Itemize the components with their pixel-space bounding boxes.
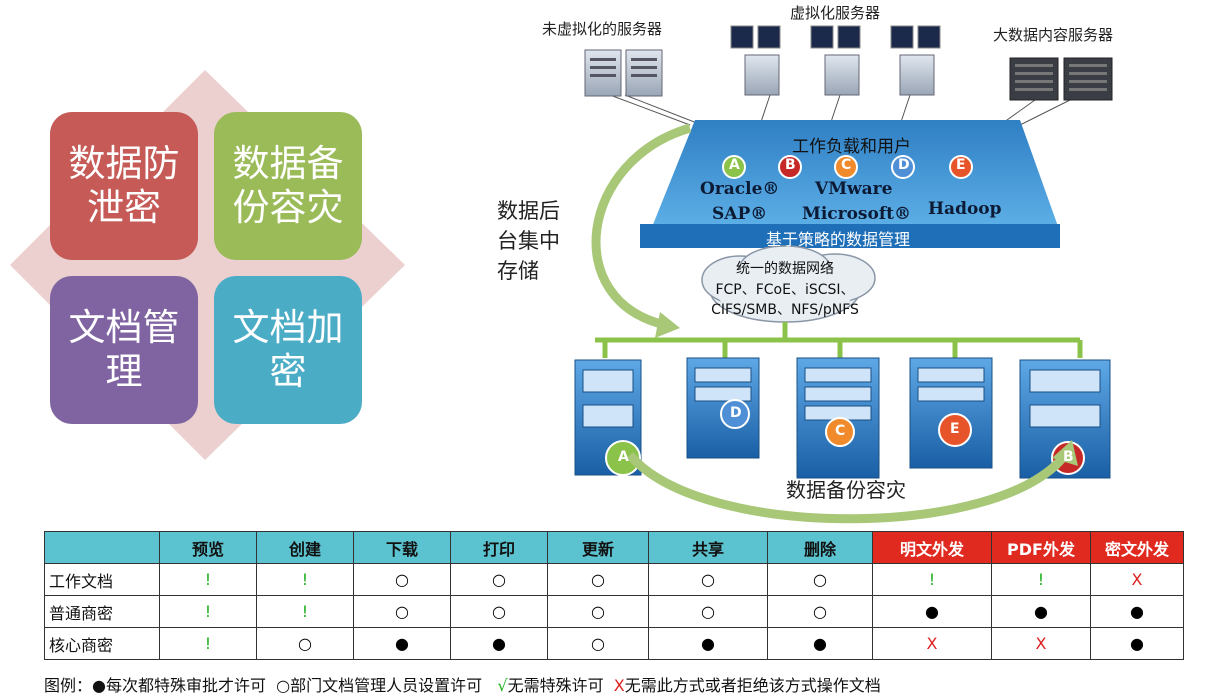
quadrant-document-encryption: 文档加密 xyxy=(214,276,362,424)
vendor-hadoop: Hadoop xyxy=(928,199,1002,219)
col-create: 创建 xyxy=(256,531,354,564)
row-header: 普通商密 xyxy=(44,595,160,628)
table-cell: ● xyxy=(872,595,992,628)
col-print: 打印 xyxy=(450,531,548,564)
badge-c: C xyxy=(841,157,852,173)
legend-item-approval: ●每次都特殊审批才许可 xyxy=(92,676,266,695)
quadrant-data-backup: 数据备份容灾 xyxy=(214,112,362,260)
network-protocols-line1: FCP、FCoE、iSCSI、 xyxy=(715,282,855,298)
storage-badge-e: E xyxy=(950,421,960,437)
table-header-row: 预览 创建 下载 打印 更新 共享 删除 明文外发 PDF外发 密文外发 xyxy=(44,531,1184,564)
table-cell: ● xyxy=(353,627,451,660)
col-pdf-send: PDF外发 xyxy=(991,531,1091,564)
badge-d: D xyxy=(898,157,910,173)
quadrant-data-leak-prevention: 数据防泄密 xyxy=(50,112,198,260)
col-preview: 预览 xyxy=(159,531,257,564)
table-cell: ○ xyxy=(450,595,548,628)
col-ciphertext-send: 密文外发 xyxy=(1090,531,1184,564)
label-virtualized-servers: 虚拟化服务器 xyxy=(790,4,881,22)
unvirtualized-servers xyxy=(584,49,663,97)
table-cell: ● xyxy=(648,627,768,660)
label-unvirtualized-servers: 未虚拟化的服务器 xyxy=(542,20,663,38)
check-icon: √ xyxy=(497,676,508,695)
table-cell: X xyxy=(872,627,992,660)
table-cell: ● xyxy=(450,627,548,660)
table-cell: ○ xyxy=(648,595,768,628)
table-cell: ! xyxy=(159,563,257,596)
table-cell: ! xyxy=(991,563,1091,596)
badge-b: B xyxy=(785,157,796,173)
quadrant-document-management: 文档管理 xyxy=(50,276,198,424)
table-cell: ○ xyxy=(547,563,649,596)
table-row: 普通商密 ! ! ○ ○ ○ ○ ○ ● ● ● xyxy=(44,595,1184,628)
table-cell: ○ xyxy=(767,563,873,596)
table-cell: ● xyxy=(1090,627,1184,660)
col-delete: 删除 xyxy=(767,531,873,564)
storage-diagram-graphics xyxy=(574,25,1113,524)
storage-badge-b: B xyxy=(1063,449,1074,465)
legend-item-no-permission-needed: 无需特殊许可 xyxy=(507,676,604,695)
col-update: 更新 xyxy=(547,531,649,564)
legend-prefix: 图例： xyxy=(44,676,93,695)
table-cell: ○ xyxy=(547,595,649,628)
vendor-microsoft: Microsoft® xyxy=(802,204,911,224)
table-row: 核心商密 ! ○ ● ● ○ ● ● X X ● xyxy=(44,627,1184,660)
table-cell: ! xyxy=(872,563,992,596)
table-cell: ○ xyxy=(353,595,451,628)
table-corner xyxy=(44,531,160,564)
col-share: 共享 xyxy=(648,531,768,564)
badge-a: A xyxy=(729,157,740,173)
backup-label: 数据备份容灾 xyxy=(786,478,906,502)
badge-e: E xyxy=(956,157,966,173)
table-cell: ! xyxy=(256,595,354,628)
table-cell: ● xyxy=(991,595,1091,628)
vendor-vmware: VMware xyxy=(815,179,893,199)
row-header: 工作文档 xyxy=(44,563,160,596)
table-cell: ● xyxy=(767,627,873,660)
table-cell: ! xyxy=(159,627,257,660)
legend-item-denied: 无需此方式或者拒绝该方式操作文档 xyxy=(624,676,881,695)
bigdata-servers xyxy=(1009,57,1113,101)
virtualized-servers xyxy=(730,25,941,96)
vendor-sap: SAP® xyxy=(712,204,768,224)
vendor-oracle: Oracle® xyxy=(700,179,780,199)
table-cell: X xyxy=(1090,563,1184,596)
row-header: 核心商密 xyxy=(44,627,160,660)
storage-badge-c: C xyxy=(835,423,846,439)
network-title: 统一的数据网络 xyxy=(736,261,834,277)
table-cell: ○ xyxy=(648,563,768,596)
table-cell: ○ xyxy=(547,627,649,660)
table-cell: ○ xyxy=(353,563,451,596)
table-row: 工作文档 ! ! ○ ○ ○ ○ ○ ! ! X xyxy=(44,563,1184,596)
legend-item-dept-permission: ○部门文档管理人员设置许可 xyxy=(276,676,483,695)
storage-badge-d: D xyxy=(730,405,742,421)
table-cell: ! xyxy=(159,595,257,628)
policy-label: 基于策略的数据管理 xyxy=(766,230,911,249)
storage-racks xyxy=(574,357,1111,479)
workload-title: 工作负载和用户 xyxy=(792,137,911,157)
table-cell: ○ xyxy=(256,627,354,660)
label-bigdata-servers: 大数据内容服务器 xyxy=(993,26,1114,44)
cross-icon: X xyxy=(613,676,625,695)
table-cell: ○ xyxy=(450,563,548,596)
table-cell: ○ xyxy=(767,595,873,628)
table-cell: ● xyxy=(1090,595,1184,628)
table-cell: X xyxy=(991,627,1091,660)
side-label-central-storage: 数据后台集中存储 xyxy=(497,199,560,283)
legend: 图例：●每次都特殊审批才许可 ○部门文档管理人员设置许可 √无需特殊许可 X无需… xyxy=(44,672,881,696)
col-plaintext-send: 明文外发 xyxy=(872,531,992,564)
table-cell: ! xyxy=(256,563,354,596)
permission-table: 预览 创建 下载 打印 更新 共享 删除 明文外发 PDF外发 密文外发 工作文… xyxy=(44,531,1184,660)
storage-badge-a: A xyxy=(618,449,629,465)
col-download: 下载 xyxy=(353,531,451,564)
network-protocols-line2: CIFS/SMB、NFS/pNFS xyxy=(711,302,859,318)
